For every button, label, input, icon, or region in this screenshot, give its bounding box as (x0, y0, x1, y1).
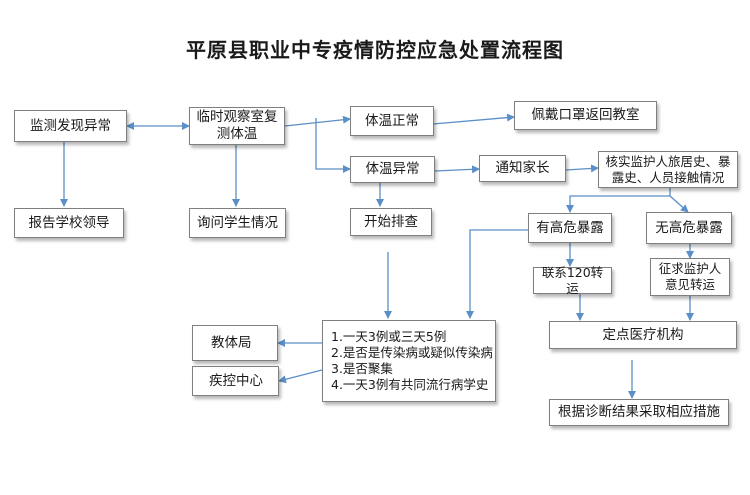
arrow-normal-mask (432, 113, 515, 125)
node-notify-parent: 通知家长 (479, 155, 566, 182)
node-contact-120: 联系120转运 (533, 265, 612, 296)
criteria-item-1: 1.一天3例或三天5例 (331, 329, 447, 344)
arrow-verify-high (566, 187, 671, 213)
criteria-item-4: 4.一天3例有共同流行病学史 (331, 377, 489, 392)
node-education-bureau: 教体局 (192, 325, 278, 361)
node-designated-hospital: 定点医疗机构 (549, 321, 737, 349)
node-cdc: 疾控中心 (192, 366, 279, 396)
page-title: 平原县职业中专疫情防控应急处置流程图 (186, 38, 564, 62)
node-ask-student: 询问学生情况 (189, 208, 286, 238)
arrow-notify-verify (565, 164, 599, 173)
criteria-item-3: 3.是否聚集 (331, 361, 393, 376)
arrow-temproom-normal (284, 115, 351, 127)
node-take-measures: 根据诊断结果采取相应措施 (549, 399, 729, 426)
node-no-high-risk: 无高危暴露 (646, 212, 732, 244)
node-monitor: 监测发现异常 (14, 110, 127, 142)
arrow-criteria-cdc (278, 369, 323, 384)
node-start-check: 开始排查 (350, 208, 432, 236)
arrow-verify-nohigh (669, 195, 689, 213)
node-temp-abnormal: 体温异常 (350, 156, 435, 183)
arrow-temproom-abnormal (315, 118, 351, 173)
node-wear-mask: 佩戴口罩返回教室 (514, 101, 657, 130)
criteria-box: 1.一天3例或三天5例 2.是否是传染病或疑似传染病 3.是否聚集 4.一天3例… (322, 320, 496, 402)
node-high-risk: 有高危暴露 (528, 213, 612, 243)
node-solicit-guardian: 征求监护人意见转运 (650, 258, 730, 296)
node-report-school: 报告学校领导 (14, 208, 124, 238)
node-temp-room: 临时观察室复测体温 (189, 107, 285, 145)
node-verify-history: 核实监护人旅居史、暴露史、人员接触情况 (598, 151, 738, 188)
criteria-item-2: 2.是否是传染病或疑似传染病 (331, 345, 493, 360)
arrow-high-criteria (466, 229, 528, 319)
node-temp-normal: 体温正常 (350, 106, 434, 136)
arrow-abnormal-notify (434, 165, 480, 174)
